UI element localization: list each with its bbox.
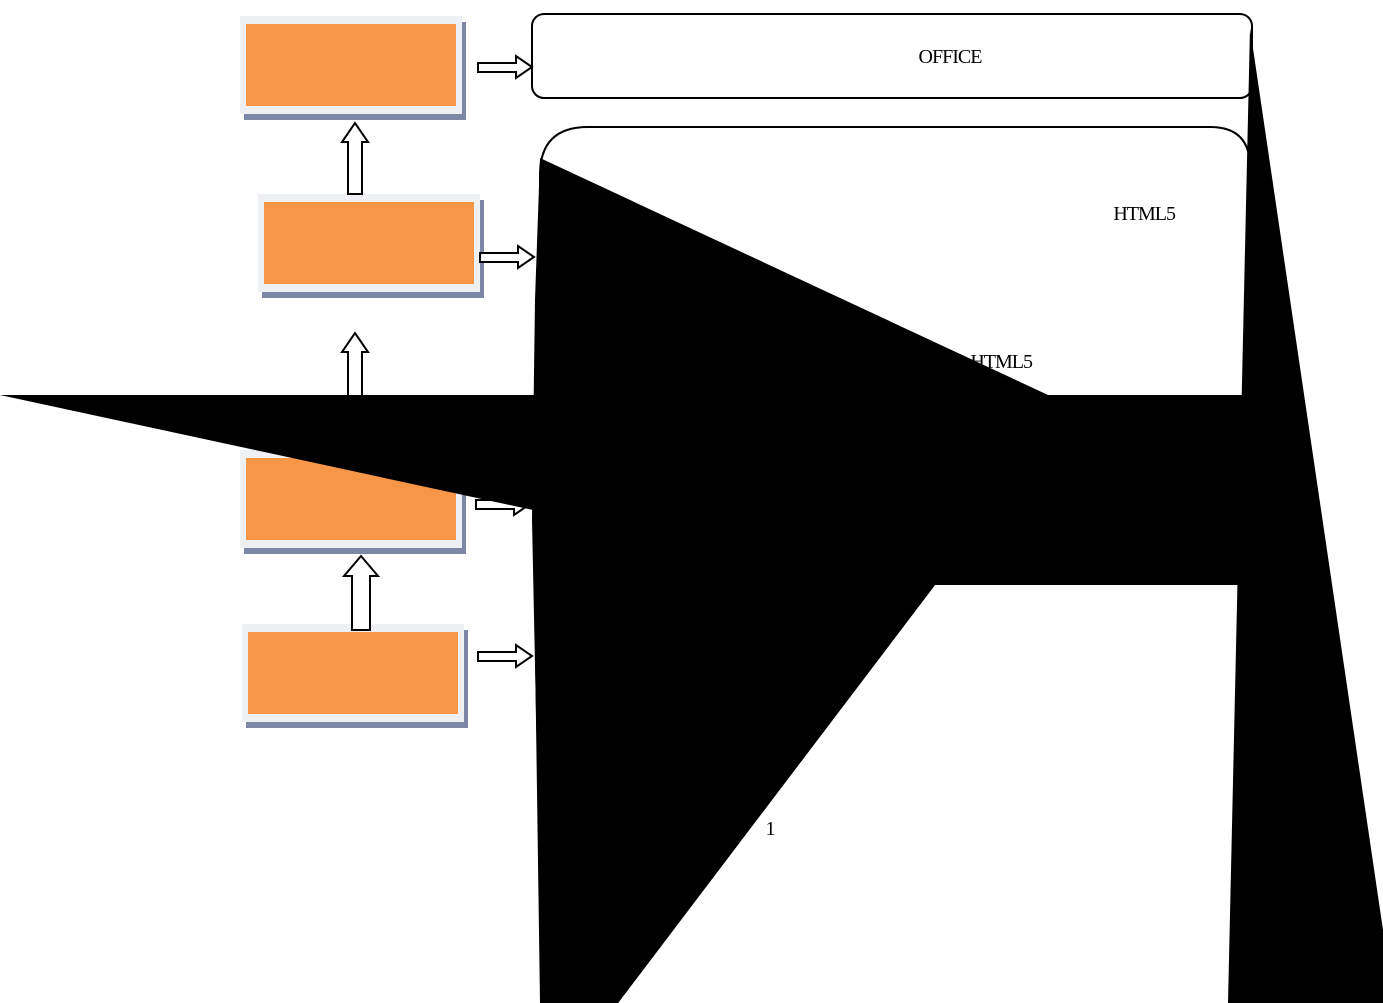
- right-arrow-icon: [479, 244, 536, 270]
- right-arrow-icon: [477, 643, 534, 669]
- office-label: OFFICE: [919, 46, 983, 68]
- layer-block: [258, 194, 484, 298]
- layer-block: [242, 624, 468, 728]
- html5-label: HTML5: [1113, 203, 1176, 225]
- occlusion-shape: [532, 158, 1048, 1003]
- black-occlusion: [0, 28, 1383, 1003]
- block-fill: [264, 202, 474, 284]
- page-number: 1: [766, 818, 775, 840]
- up-arrow-icon: [340, 121, 370, 195]
- right-arrow-icon: [477, 54, 534, 80]
- up-arrow-icon: [341, 554, 381, 631]
- occlusion-shape: [0, 395, 540, 470]
- occlusion-shape: [1228, 28, 1383, 1003]
- layer-block: [240, 16, 466, 120]
- block-fill: [246, 24, 456, 106]
- block-fill: [248, 632, 458, 714]
- office-container: [531, 13, 1253, 99]
- occlusion-shape: [935, 530, 1246, 585]
